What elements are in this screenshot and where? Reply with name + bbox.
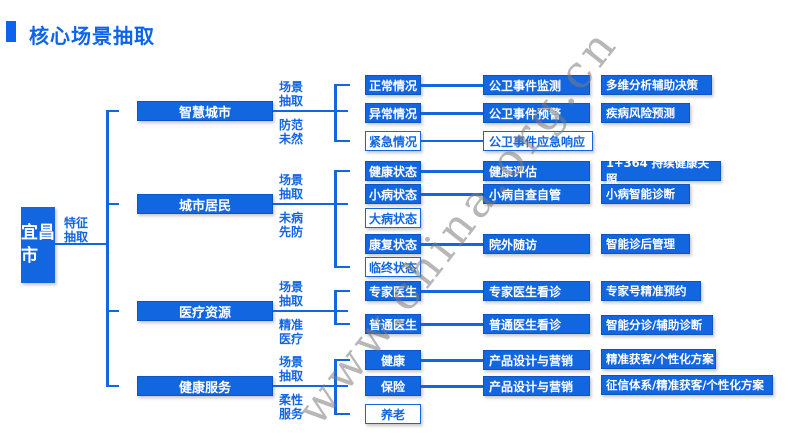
scenario-node: 正常情况 — [365, 75, 421, 95]
outcome-node: 疾病风险预测 — [601, 103, 690, 123]
root-edge-label: 特征抽取 — [64, 216, 89, 244]
page-title: 核心场景抽取 — [29, 24, 155, 48]
connector-line — [421, 384, 483, 388]
service-node: 公卫事件应急响应 — [483, 131, 593, 151]
branch-bracket-line — [334, 358, 337, 416]
scenario-node: 普通医生 — [365, 314, 421, 334]
service-node: 小病自查自管 — [483, 184, 590, 204]
outcome-node: 智能诊后管理 — [601, 234, 690, 254]
branch-tag-bottom: 精准医疗 — [279, 318, 304, 346]
connector-line — [421, 83, 483, 87]
branch-tag-top: 场景抽取 — [279, 355, 304, 383]
root-bracket-line — [106, 109, 109, 388]
service-node: 产品设计与营销 — [483, 376, 590, 396]
root-node-yichang: 宜昌市 — [21, 207, 55, 283]
connector-line — [421, 289, 483, 293]
connector-line — [421, 140, 483, 142]
branch-tag-bottom: 柔性服务 — [279, 393, 304, 421]
branch-tag-top: 场景抽取 — [279, 280, 304, 308]
root-bracket-tick — [106, 202, 119, 206]
connector-line — [421, 242, 483, 246]
bracket-cap — [334, 289, 350, 293]
bracket-cap — [334, 265, 350, 269]
title-marker-icon — [6, 21, 16, 42]
outcome-node: 精准获客/个性化方案 — [601, 349, 716, 369]
scenario-node: 健康 — [365, 350, 421, 370]
outcome-node: 1+364 持续健康关照 — [601, 156, 721, 186]
branch-tag-top: 场景抽取 — [279, 80, 304, 108]
service-node: 院外随访 — [483, 234, 590, 254]
bracket-cap — [334, 412, 350, 416]
connector-line — [421, 322, 483, 326]
outcome-node: 征信体系/精准获客/个性化方案 — [601, 375, 773, 395]
bracket-cap — [334, 83, 350, 87]
scenario-node: 保险 — [365, 376, 421, 396]
connector-line — [421, 169, 483, 173]
outcome-node: 小病智能诊断 — [601, 184, 690, 204]
root-bracket-tick — [106, 384, 119, 388]
branch-tag-top: 场景抽取 — [279, 173, 304, 201]
branch-bracket-line — [334, 289, 337, 326]
branch-node-medical-resources: 医疗资源 — [137, 301, 273, 321]
scenario-node: 临终状态 — [365, 257, 421, 277]
bracket-cap — [334, 322, 350, 326]
scenario-node: 健康状态 — [365, 161, 421, 181]
scenario-node: 专家医生 — [365, 281, 421, 301]
branch-line — [273, 202, 348, 206]
bracket-cap — [334, 358, 350, 362]
scenario-node: 康复状态 — [365, 234, 421, 254]
connector-line — [421, 358, 483, 362]
branch-node-health-services: 健康服务 — [137, 376, 273, 396]
branch-bracket-line — [334, 83, 337, 143]
root-bracket-tick — [106, 309, 119, 313]
scenario-node: 紧急情况 — [365, 131, 421, 151]
connector-line — [421, 192, 483, 196]
service-node: 公卫事件监测 — [483, 75, 590, 95]
branch-node-residents: 城市居民 — [137, 194, 273, 214]
service-node: 公卫事件预警 — [483, 103, 590, 123]
root-bracket-tick — [106, 109, 119, 113]
service-node: 健康评估 — [483, 161, 590, 181]
scenario-node: 养老 — [365, 404, 421, 424]
service-node: 产品设计与营销 — [483, 350, 590, 370]
branch-line — [273, 109, 348, 113]
service-node: 专家医生看诊 — [483, 281, 590, 301]
branch-bracket-line — [334, 169, 337, 269]
scenario-node: 大病状态 — [365, 208, 421, 228]
service-node: 普通医生看诊 — [483, 314, 590, 334]
branch-line — [273, 309, 348, 313]
bracket-cap — [334, 169, 350, 173]
outcome-node: 智能分诊/辅助诊断 — [601, 315, 713, 335]
scenario-node: 异常情况 — [365, 103, 421, 123]
connector-line — [421, 111, 483, 115]
bracket-cap — [334, 139, 350, 143]
branch-node-smart-city: 智慧城市 — [137, 101, 273, 121]
outcome-node: 专家号精准预约 — [601, 281, 701, 301]
outcome-node: 多维分析辅助决策 — [601, 75, 712, 95]
branch-tag-bottom: 防范未然 — [279, 118, 304, 146]
root-connector-line — [55, 242, 106, 246]
branch-tag-bottom: 未病先防 — [279, 211, 304, 239]
scenario-node: 小病状态 — [365, 184, 421, 204]
branch-line — [273, 384, 348, 388]
